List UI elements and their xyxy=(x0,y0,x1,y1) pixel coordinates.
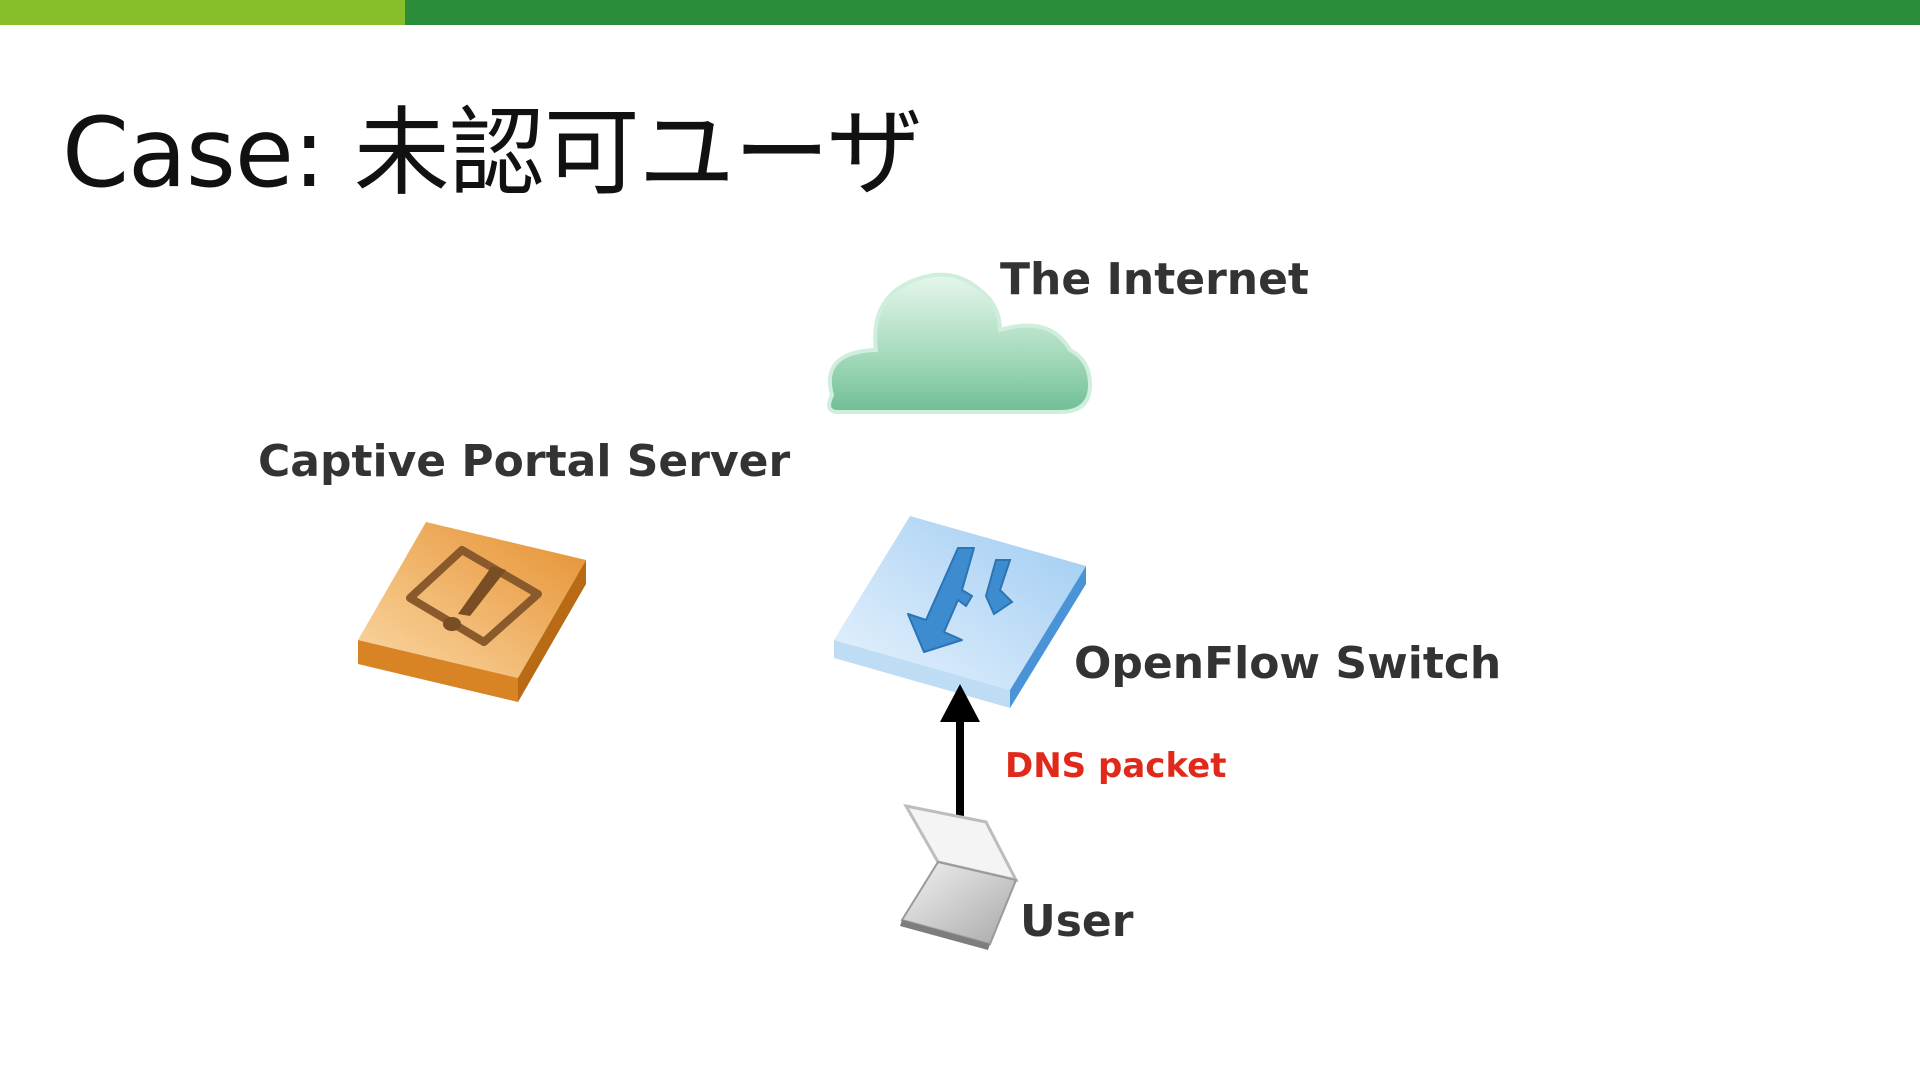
cloud-icon xyxy=(827,272,1093,414)
warning-server-icon xyxy=(358,522,586,702)
slide-title: Case: 未認可ユーザ xyxy=(62,97,923,209)
dns-packet-arrow xyxy=(940,684,980,818)
accent-bar-left xyxy=(0,0,405,25)
laptop-icon xyxy=(900,803,1019,950)
user-label: User xyxy=(1020,896,1134,947)
dns-packet-label: DNS packet xyxy=(1005,746,1227,786)
internet-label: The Internet xyxy=(1000,254,1309,305)
openflow-switch-icon xyxy=(834,516,1086,708)
openflow-switch-label: OpenFlow Switch xyxy=(1074,638,1502,689)
captive-portal-label: Captive Portal Server xyxy=(258,436,791,487)
accent-bar-right xyxy=(405,0,1920,25)
